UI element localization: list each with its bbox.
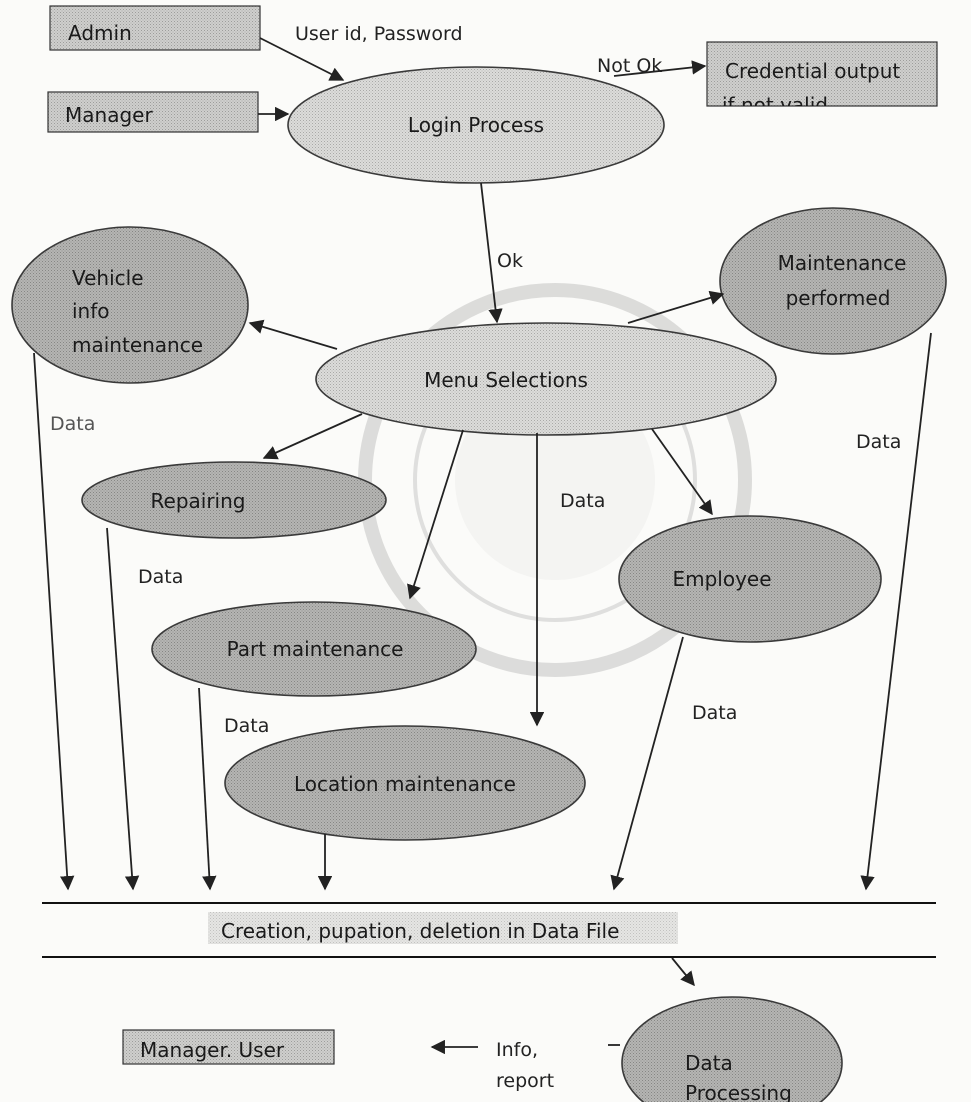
arrow-menu-to-part (407, 429, 464, 600)
login-process-label: Login Process (408, 113, 544, 137)
employee-label: Employee (672, 567, 771, 591)
arrow-part-to-store (198, 687, 217, 891)
data-processing-label-line1: Data (685, 1051, 733, 1075)
arrow-maintenance-to-store (860, 332, 932, 891)
manager-user-label: Manager. User (140, 1038, 285, 1062)
flow-label-not-ok: Not Ok (597, 55, 662, 77)
arrow-vehicle-to-store (33, 352, 75, 891)
credential-output-label-line2: if not valid (722, 93, 828, 117)
admin-entity: Admin (49, 5, 261, 51)
employee-process: Employee (618, 515, 882, 643)
maintenance-label-line2: performed (786, 286, 891, 310)
flow-label-data-part: Data (224, 715, 269, 737)
arrow-menu-to-maintenance (627, 290, 725, 324)
data-processing-process: Data Processing (621, 996, 843, 1102)
data-store-label: Creation, pupation, deletion in Data Fil… (221, 919, 619, 943)
repairing-label: Repairing (151, 489, 246, 513)
credential-output-entity: Credential output if not valid (706, 41, 938, 117)
maintenance-performed-process: Maintenance performed (719, 207, 947, 355)
arrow-store-to-data-processing (671, 957, 695, 987)
flow-label-user-id-password: User id, Password (295, 23, 463, 45)
data-processing-label-line2: Processing (685, 1081, 792, 1102)
menu-selections-process: Menu Selections (315, 322, 777, 436)
arrow-repairing-to-store (106, 527, 140, 891)
arrow-menu-to-repairing (262, 413, 363, 460)
flow-label-data-employee: Data (692, 702, 737, 724)
flow-arrows (33, 37, 932, 1055)
admin-label: Admin (68, 21, 132, 45)
maintenance-label-line1: Maintenance (778, 251, 907, 275)
flow-label-data-maintenance: Data (856, 431, 901, 453)
location-maintenance-label: Location maintenance (294, 772, 516, 796)
flow-label-data-vehicle: Data (50, 413, 95, 435)
part-maintenance-process: Part maintenance (151, 601, 477, 697)
manager-label: Manager (65, 103, 153, 127)
arrow-employee-to-store (610, 636, 684, 891)
flow-label-info: Info, (496, 1039, 538, 1061)
location-maintenance-process: Location maintenance (224, 725, 586, 841)
arrow-menu-to-employee (651, 428, 713, 516)
flow-label-data-repairing: Data (138, 566, 183, 588)
menu-selections-label: Menu Selections (424, 368, 588, 392)
vehicle-label-line1: Vehicle (72, 266, 144, 290)
manager-entity: Manager (47, 91, 259, 133)
repairing-process: Repairing (81, 461, 387, 539)
vehicle-info-process: Vehicle info maintenance (11, 226, 249, 384)
arrow-login-to-credential (613, 60, 707, 77)
arrow-login-to-menu (480, 182, 503, 324)
credential-output-label-line1: Credential output (725, 59, 900, 83)
flow-label-data-center: Data (560, 490, 605, 512)
part-maintenance-label: Part maintenance (227, 637, 404, 661)
vehicle-label-line3: maintenance (72, 333, 203, 357)
data-file-store: Creation, pupation, deletion in Data Fil… (42, 902, 936, 958)
flow-label-report: report (496, 1070, 554, 1092)
vehicle-label-line2: info (72, 299, 110, 323)
flow-label-ok: Ok (497, 250, 523, 272)
arrow-menu-to-vehicle (248, 319, 338, 350)
manager-user-entity: Manager. User (122, 1029, 335, 1065)
login-process: Login Process (287, 66, 665, 184)
arrow-admin-to-login (259, 37, 345, 81)
